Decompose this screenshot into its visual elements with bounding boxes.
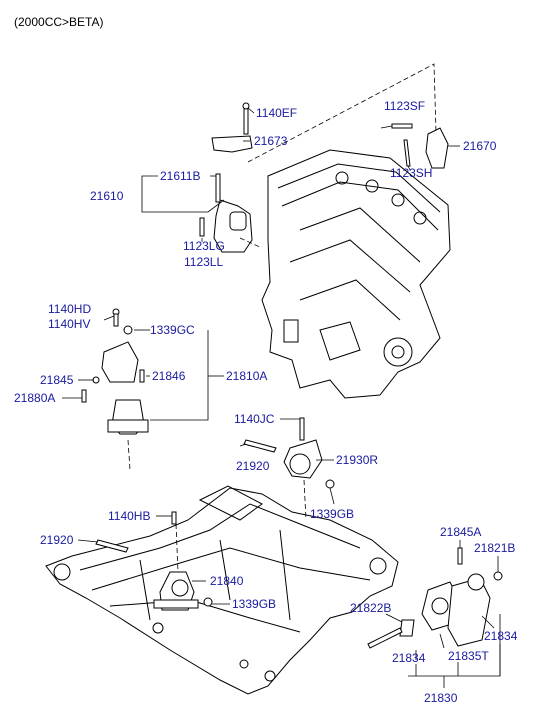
upper-mount-bracket-21610 <box>199 102 253 253</box>
callout-21673: 21673 <box>254 134 288 148</box>
mount-21930R <box>243 417 335 489</box>
callout-21830: 21830 <box>424 691 458 705</box>
callout-21845A: 21845A <box>440 525 481 539</box>
callout-1123SH: 1123SH <box>390 166 432 180</box>
callout-21840: 21840 <box>210 574 244 588</box>
callout-21835T: 21835T <box>448 649 489 663</box>
callout-21920-upper: 21920 <box>236 459 270 473</box>
callout-1140HD: 1140HD <box>48 302 91 316</box>
guide-lines <box>62 63 501 688</box>
callout-21880A: 21880A <box>14 391 55 405</box>
variant-header: (2000CC>BETA) <box>14 15 103 29</box>
callout-1339GB-upper: 1339GB <box>310 507 354 521</box>
callout-labels: 1140EF 21673 1123SF 21670 1123SH 21611B … <box>14 99 518 705</box>
callout-1123LL: 1123LL <box>184 255 223 269</box>
callout-1140JC: 1140JC <box>234 412 275 426</box>
bracket-21670 <box>391 123 449 169</box>
callout-21845: 21845 <box>40 373 74 387</box>
callout-21834-left: 21834 <box>392 651 426 665</box>
transmission-mount-21810A <box>81 308 149 435</box>
subframe-illustration <box>45 485 399 695</box>
callout-1140HV: 1140HV <box>48 317 90 331</box>
callout-1123LG: 1123LG <box>183 239 225 253</box>
callout-21920-lower: 21920 <box>40 533 74 547</box>
callout-21822B: 21822B <box>350 601 391 615</box>
callout-21821B: 21821B <box>474 541 515 555</box>
callout-1339GB-lower: 1339GB <box>232 597 276 611</box>
callout-21930R: 21930R <box>336 453 378 467</box>
callout-1140EF: 1140EF <box>256 106 297 120</box>
callout-1140HB: 1140HB <box>108 509 150 523</box>
callout-21611B: 21611B <box>160 169 200 183</box>
callout-21670: 21670 <box>463 139 497 153</box>
callout-21846: 21846 <box>152 369 186 383</box>
callout-21610: 21610 <box>90 189 124 203</box>
callout-1123SF: 1123SF <box>384 99 425 113</box>
callout-1339GC: 1339GC <box>150 323 195 337</box>
mount-21840 <box>95 511 213 611</box>
roll-stopper-21830 <box>367 547 503 649</box>
callout-21810A: 21810A <box>226 369 267 383</box>
callout-21834-right: 21834 <box>484 629 518 643</box>
engine-block-illustration <box>261 149 451 399</box>
